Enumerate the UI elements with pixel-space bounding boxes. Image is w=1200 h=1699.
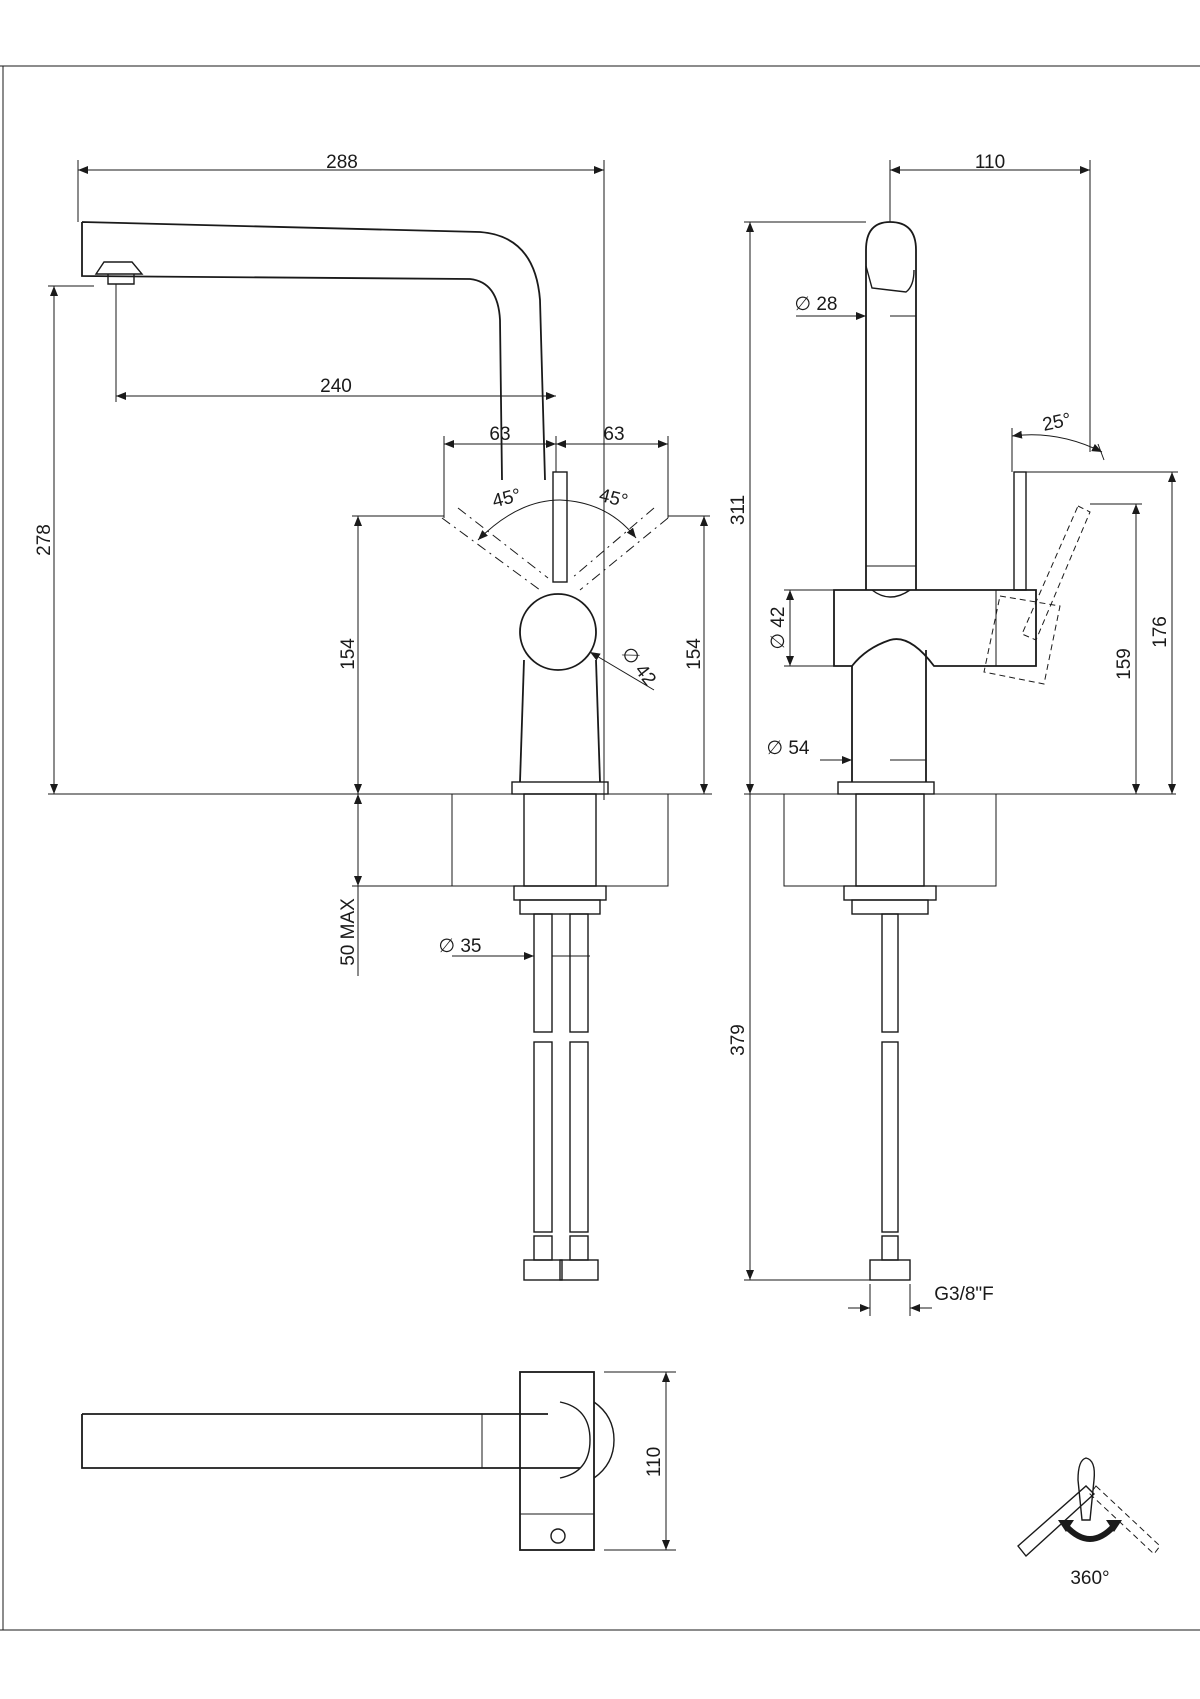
side-lever	[1013, 471, 1027, 591]
rotation-label: 360°	[1070, 1568, 1109, 1589]
dim-width-288: 288	[326, 152, 358, 173]
angle-lever-25: 25°	[1041, 409, 1073, 436]
dim-height-159: 159	[1114, 648, 1135, 680]
sheet-frame	[0, 65, 1200, 1631]
side-counter	[783, 793, 997, 887]
side-spout	[865, 250, 917, 590]
dim-height-154-right: 154	[684, 638, 705, 670]
front-base	[511, 781, 609, 795]
dim-base-dia-54: ∅ 54	[767, 738, 810, 759]
dim-spout-240: 240	[320, 376, 352, 397]
top-body	[519, 1371, 595, 1551]
top-view: 110	[81, 1371, 676, 1551]
side-body	[833, 589, 1037, 667]
front-counter	[451, 793, 669, 887]
swivel-rotation-icon: 360°	[1017, 1457, 1161, 1589]
dim-height-278: 278	[34, 524, 55, 556]
angle-right-45: 45°	[597, 485, 630, 512]
top-spout	[81, 1413, 580, 1469]
dim-height-311: 311	[728, 495, 749, 525]
front-hose-left	[533, 913, 553, 1033]
dim-height-154-left: 154	[338, 638, 359, 670]
dim-shank-dia-35: ∅ 35	[439, 936, 482, 957]
dim-spout-dia-28: ∅ 28	[795, 294, 838, 315]
front-lever	[552, 471, 568, 583]
dim-depth-110: 110	[644, 1447, 665, 1477]
dim-body-dia-42: ∅ 42	[617, 643, 660, 690]
front-body-cartridge	[519, 593, 597, 671]
dim-lever-right-63: 63	[603, 424, 624, 445]
dim-body-dia-42-side: ∅ 42	[768, 607, 789, 650]
front-view: 288 240 278 63 63 45° 45° 154 154 ∅ 42 5…	[34, 152, 712, 1281]
front-spout	[81, 221, 546, 481]
side-view: 110 311 ∅ 28 25° ∅ 42 ∅ 54 159 176 379 G…	[728, 152, 1178, 1316]
dim-lever-left-63: 63	[489, 424, 510, 445]
front-aerator	[94, 261, 144, 285]
dim-height-176: 176	[1150, 616, 1171, 648]
dim-hose-379: 379	[728, 1024, 749, 1056]
angle-left-45: 45°	[490, 485, 523, 512]
dim-connector-g38: G3/8"F	[934, 1284, 994, 1305]
side-hose	[881, 913, 899, 1033]
dim-width-110: 110	[975, 152, 1005, 173]
dim-deck-50-max: 50 MAX	[338, 898, 359, 966]
